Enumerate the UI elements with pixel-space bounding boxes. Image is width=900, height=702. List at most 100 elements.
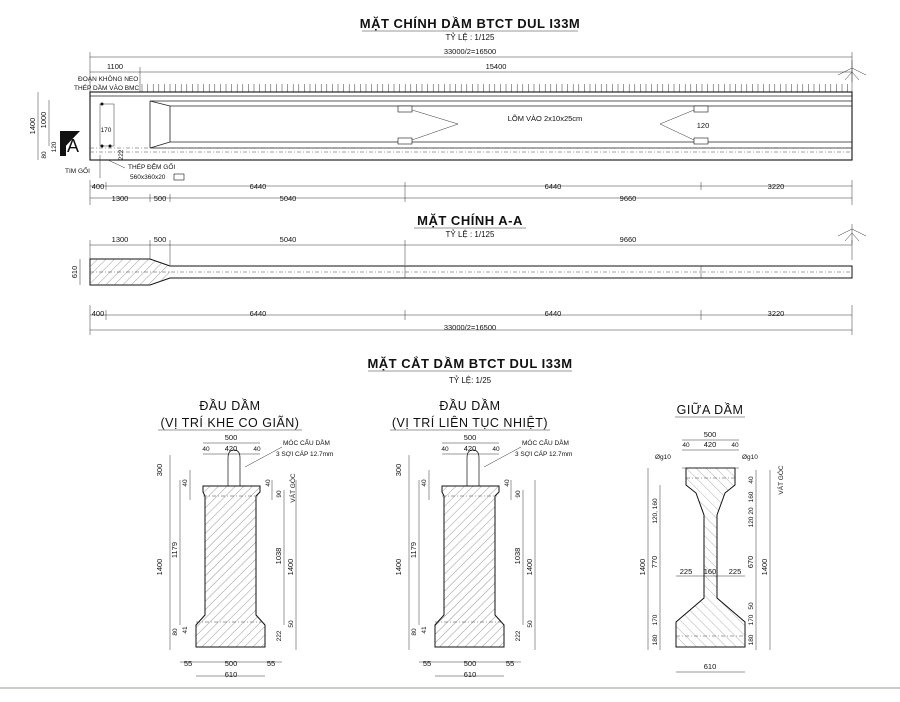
cs1-right-40: 40 [265,479,272,487]
cs1-bottom-500: 500 [225,659,238,668]
cs1-left-80: 80 [172,628,179,636]
cs1-right-1400: 1400 [286,559,295,576]
cs3-right-40: 40 [748,476,755,484]
aa-dim-9660: 9660 [620,235,637,244]
section-a-label: A [67,136,79,156]
section-a-arrow-icon [60,131,80,152]
dim-6440-b: 6440 [545,182,562,191]
dim-1400: 1400 [28,118,37,135]
recess-box [693,105,709,113]
cs1-chamfer: VÁT GÓC [288,473,297,502]
cs2-title: ĐẦU DẦM [439,398,500,413]
aa-dim-3220: 3220 [768,309,785,318]
cs1-left-1400: 1400 [155,559,164,576]
taper-line [149,141,171,149]
aa-dim-total: 33000/2=16500 [444,323,496,332]
aa-dim-400: 400 [92,309,105,318]
cs3-left-770: 770 [650,556,659,569]
cs3-left-120-160: 120, 160 [652,498,659,524]
cs1-strand: 3 SỢI CÁP 12.7mm [276,449,333,458]
cs1-bottom-55a: 55 [184,659,192,668]
cs1-right-90: 90 [276,490,283,498]
dim-1300: 1300 [112,194,129,203]
cs3-right-170: 170 [748,614,755,625]
cs2-top-500: 500 [464,433,477,442]
dim-80: 80 [41,151,48,159]
cs2-lifting-hook-icon [466,449,480,487]
cs2-lift-hook: MÓC CẨU DẦM [522,437,569,447]
cs3-left-1400: 1400 [638,559,647,576]
cs3-web-160: 160 [704,567,717,576]
rebar-dot [100,102,104,106]
cs1-right-1038: 1038 [274,548,283,565]
cs3-right-670: 670 [746,556,755,569]
cs3-top-420: 420 [704,440,717,449]
aa-dim-1300: 1300 [112,235,129,244]
cross-title: MẶT CẮT DẦM BTCT DUL I33M [367,356,572,371]
dim-400: 400 [92,182,105,191]
dim-6440-a: 6440 [250,182,267,191]
cs3-right-120: 120 [748,516,755,527]
cs1-right-50: 50 [288,620,295,628]
dim-1100: 1100 [107,62,123,71]
cs2-subtitle: (VỊ TRÍ LIÊN TỤC NHIỆT) [392,415,548,430]
cs3-left-170: 170 [652,614,659,625]
end-rebar-cage [99,103,115,147]
cs2-right-40: 40 [504,479,511,487]
leader-line [244,446,283,468]
cs2-section-body [434,485,505,648]
dim-222: 222 [118,149,125,160]
cs3-top-40b: 40 [731,442,739,449]
cs3-bottom-610: 610 [704,662,717,671]
cs1-left-40: 40 [182,479,189,487]
leader-line [107,159,126,169]
cs2-top-420: 420 [464,444,477,453]
main-elevation-scale: TỶ LỆ : 1/125 [446,33,495,42]
aa-scale: TỶ LỆ : 1/125 [446,230,495,239]
aa-dim-500: 500 [154,235,167,244]
dim-total: 33000/2=16500 [444,47,496,56]
cs3-left-180: 180 [652,634,659,645]
cs3-right-1400: 1400 [760,559,769,576]
cs3-web-225a: 225 [680,567,693,576]
cs1-lifting-hook-icon [227,449,241,487]
cs1-left-300: 300 [155,464,164,477]
cross-scale: TỶ LỆ: 1/25 [449,376,492,385]
cs1-right-222: 222 [276,630,283,641]
leader-line [483,446,522,468]
recess-dim: 120 [697,121,710,130]
cs2-left-40: 40 [421,479,428,487]
cs1-title: ĐẦU DẦM [199,398,260,413]
cs3-right-20: 20 [748,507,755,515]
cs1-bottom-610: 610 [225,670,238,679]
note-bearing-plate: THÉP ĐỆM GỐI [128,161,175,171]
note-bearing-axis: TIM GỐI [65,165,90,175]
beam-outline [89,91,853,161]
cs1-section-body [195,485,266,648]
cs3-title: GIỮA DẦM [677,402,744,417]
taper-line [149,100,171,107]
cs1-bottom-55b: 55 [267,659,275,668]
cs3-rebar-right: Øg10 [742,454,758,461]
cross-section-midspan: GIỮA DẦM 500 420 40 40 Øg10 Øg10 120, 16… [638,402,785,673]
dim-120: 120 [51,141,58,152]
cs3-chamfer: VÁT GÓC [776,465,785,494]
dim-5040: 5040 [280,194,297,203]
cs3-web-225b: 225 [729,567,742,576]
cs1-top-40a: 40 [202,446,210,453]
cs1-lift-hook: MÓC CẨU DẦM [283,437,330,447]
cs2-strand: 3 SỢI CÁP 12.7mm [515,449,572,458]
recess-leader-right [659,109,695,141]
cs1-subtitle: (VỊ TRÍ KHE CO GIÃN) [161,415,300,430]
symmetry-icon [837,224,867,244]
aa-dim-610: 610 [70,266,79,279]
cs2-left-300: 300 [394,464,403,477]
cs2-bottom-55b: 55 [506,659,514,668]
cs2-left-41: 41 [421,626,428,634]
cross-section-expansion-joint: ĐẦU DẦM (VỊ TRÍ KHE CO GIÃN) 500 420 40 … [155,398,333,679]
rebar-dot [108,144,112,148]
cs1-left-1179: 1179 [170,542,179,558]
cs1-top-40b: 40 [253,446,261,453]
aa-dim-6440-a: 6440 [250,309,267,318]
